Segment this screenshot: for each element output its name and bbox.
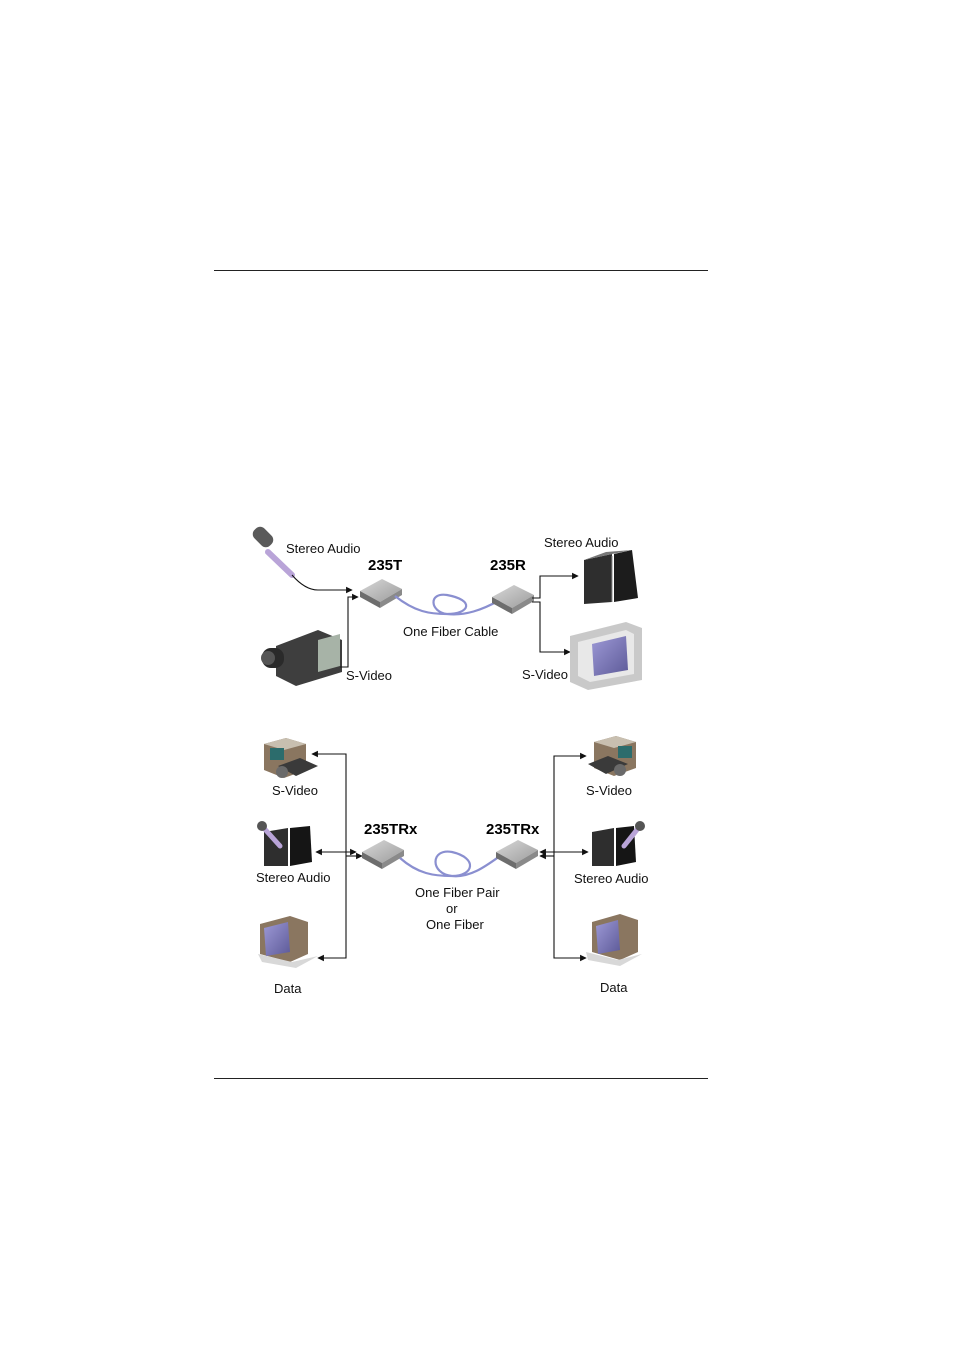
left-video-label: S-Video — [272, 783, 318, 798]
transmitter-model-label: 235T — [368, 557, 402, 574]
left-video-camera-icon — [264, 738, 318, 778]
bottom-rule — [214, 1078, 708, 1079]
source-video-label: S-Video — [346, 668, 392, 683]
source-audio-label: Stereo Audio — [286, 541, 360, 556]
cable-label-line2: or — [446, 901, 458, 916]
left-model-label: 235TRx — [364, 821, 418, 838]
top-rule — [214, 270, 708, 271]
fiber-cable — [394, 593, 501, 616]
microphone-icon — [252, 526, 295, 578]
cable-label: One Fiber Cable — [403, 624, 498, 639]
fiber-pair-cable — [399, 850, 501, 878]
left-audio-icon — [257, 821, 312, 866]
camcorder-wire — [340, 593, 359, 668]
speaker-wire — [532, 572, 579, 599]
right-computer-icon — [586, 914, 642, 966]
cable-label-line1: One Fiber Pair — [415, 885, 500, 900]
right-audio-label: Stereo Audio — [574, 871, 648, 886]
monitor-wire — [532, 601, 571, 656]
left-audio-label: Stereo Audio — [256, 870, 330, 885]
speaker-icon — [584, 550, 638, 604]
left-video-wire — [311, 750, 347, 852]
receiver-235r-icon — [492, 585, 534, 614]
right-model-label: 235TRx — [486, 821, 540, 838]
right-audio-icon — [592, 821, 645, 866]
left-data-label: Data — [274, 981, 302, 996]
right-video-label: S-Video — [586, 783, 632, 798]
dest-video-label: S-Video — [522, 667, 568, 682]
transmitter-235t-icon — [360, 579, 402, 608]
left-data-wire — [317, 852, 347, 962]
camcorder-icon — [261, 630, 342, 686]
right-video-wire — [553, 752, 587, 852]
receiver-model-label: 235R — [490, 557, 526, 574]
left-computer-icon — [258, 916, 318, 968]
monitor-icon — [570, 622, 642, 690]
right-data-label: Data — [600, 980, 628, 995]
mic-wire — [291, 574, 353, 594]
right-data-wire — [553, 852, 587, 962]
cable-label-line3: One Fiber — [426, 917, 484, 932]
right-video-camera-icon — [588, 736, 636, 776]
left-transceiver-icon — [362, 840, 404, 869]
dest-audio-label: Stereo Audio — [544, 535, 618, 550]
right-transceiver-icon — [496, 840, 538, 869]
